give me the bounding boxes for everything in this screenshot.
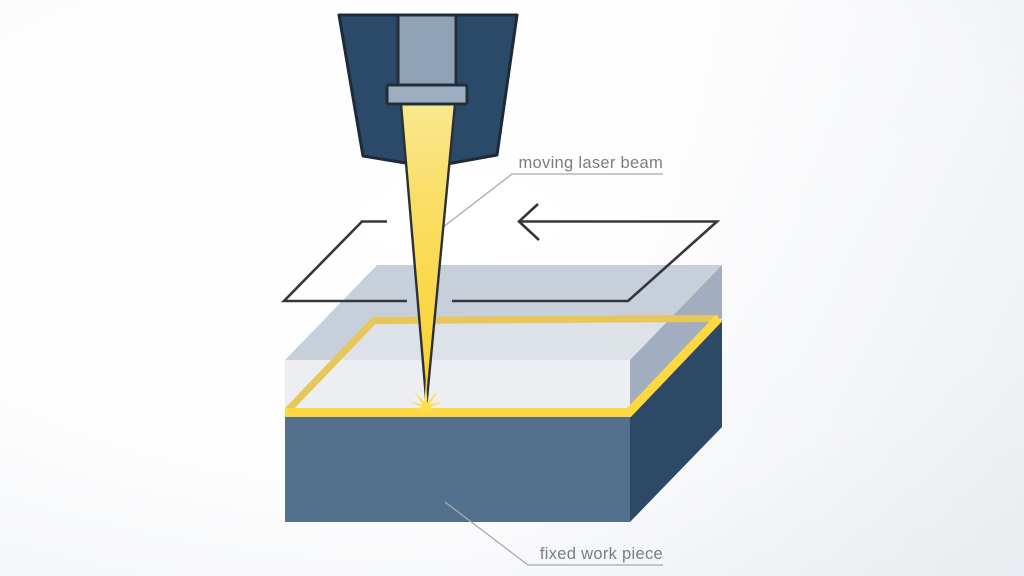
label-leader-lines — [437, 173, 663, 566]
moving-laser-beam-label: moving laser beam — [519, 154, 664, 172]
workpiece-front-face — [285, 415, 630, 522]
fixed-work-piece-label: fixed work piece — [540, 545, 663, 563]
slab-front-face — [285, 360, 630, 412]
work-piece — [285, 265, 723, 522]
leader-fixed-work-piece — [444, 501, 663, 566]
slab-right-face — [630, 265, 722, 412]
arrowhead-left-icon — [517, 203, 540, 241]
cut-trace-front-right — [285, 314, 723, 417]
travel-path-left-segment — [280, 220, 407, 303]
laser-head — [337, 13, 519, 406]
travel-path-right-segment — [452, 220, 721, 303]
focus-collar — [385, 83, 469, 106]
leader-moving-laser-beam — [437, 173, 663, 232]
workpiece-right-face — [630, 320, 722, 522]
beam-travel-arrow — [280, 203, 721, 303]
cut-trace-back-left — [285, 315, 719, 413]
lens-barrel — [396, 13, 458, 90]
spark-burst-icon — [409, 377, 443, 413]
